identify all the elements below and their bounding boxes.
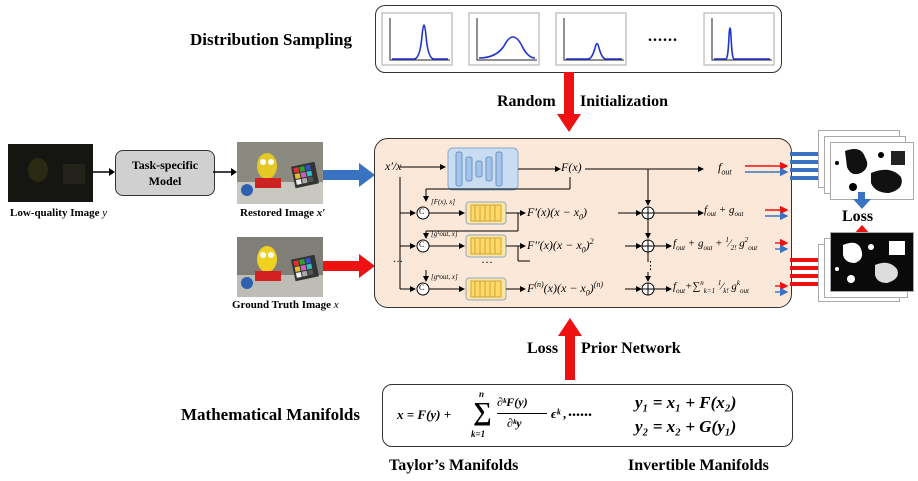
- network-input-label: x′/x: [385, 159, 402, 173]
- mathematical-manifolds-label: Mathematical Manifolds: [181, 405, 360, 424]
- restored-caption: Restored Image x′: [240, 207, 325, 219]
- network-diagram: [399, 147, 789, 301]
- task-model-line2: Model: [148, 174, 182, 188]
- low-quality-var: y: [102, 207, 108, 219]
- row2-term-text: F′′(x)(x − x: [527, 238, 582, 252]
- concat-label-1: [F(x), x]: [431, 198, 456, 206]
- ground-truth-caption: Ground Truth Image x: [232, 299, 339, 311]
- blue-down-arrow: [853, 192, 871, 209]
- low-quality-caption: Low-quality Image y: [10, 207, 107, 219]
- row3-term-text: F: [527, 281, 535, 295]
- concat-label-3: [gⁿout, x]: [431, 273, 458, 281]
- restored-output-image: [830, 142, 914, 200]
- fout-sub: out: [721, 167, 732, 177]
- blue-output-bars: [790, 152, 818, 180]
- distribution-panel: ......: [375, 5, 782, 73]
- encoder-decoder-block: [447, 147, 519, 191]
- initialization-label: Initialization: [580, 93, 669, 110]
- frac-num: ∂ᵏF(y): [497, 395, 528, 409]
- restored-image: [237, 142, 323, 204]
- ground-truth-image: [237, 237, 323, 297]
- prior-network-arrow: [558, 318, 582, 380]
- restored-label: Restored Image: [240, 207, 315, 219]
- c-op-2: C: [419, 240, 425, 249]
- prior-network-label: Prior Network: [581, 340, 681, 357]
- frac-line: [497, 413, 547, 414]
- row1-term: F′(x)(x − x0): [527, 205, 588, 222]
- loss-prior-label: Loss: [527, 340, 559, 357]
- dist-thumb-1: [381, 12, 453, 66]
- taylor-formula: x = F(y) + n ∑ k=1 ∂ᵏF(y) ∂ᵏy ϵᵏ ,: [397, 389, 597, 441]
- c-op-1: C: [419, 207, 425, 216]
- yellow-block-1: [465, 201, 507, 225]
- ground-truth-label: Ground Truth Image: [232, 299, 332, 311]
- restored-var: x′: [316, 207, 326, 219]
- row2-out: fout + gout + 1⁄2! g2out: [673, 236, 758, 252]
- row3-out: fout+∑nk=1 1⁄k! gkout: [673, 279, 749, 295]
- frac-den: ∂ᵏy: [507, 416, 522, 430]
- distribution-dots: ......: [648, 28, 678, 45]
- distribution-sampling-label: Distribution Sampling: [190, 30, 353, 49]
- row1-term-text: F′(x)(x − x: [527, 205, 580, 219]
- low-quality-image: [8, 144, 93, 202]
- blue-arrow-restored: [323, 163, 375, 187]
- dots-left: ···: [393, 257, 403, 268]
- task-model-line1: Task-specific: [131, 158, 199, 172]
- row1-out: fout + gout: [704, 204, 744, 219]
- distribution-thumbnails: [381, 12, 775, 66]
- dist-thumb-2: [468, 12, 540, 66]
- dots-middle: ···: [481, 255, 493, 269]
- random-label: Random: [497, 93, 556, 110]
- invertible-formula-2: y₂ = x₂ + G(y₁): [635, 417, 737, 436]
- fx-label: F(x): [561, 160, 582, 174]
- sum-symbol: ∑: [473, 397, 492, 426]
- yellow-block-3: [465, 277, 507, 301]
- ground-truth-var: x: [333, 299, 339, 311]
- dist-thumb-4: [703, 12, 775, 66]
- dist-thumb-3: [555, 12, 627, 66]
- eps-term: ϵᵏ ,: [551, 406, 567, 421]
- concat-label-2: [g¹out, x]: [431, 230, 458, 238]
- formula-dots: ......: [568, 403, 592, 420]
- gt-output-image: [830, 232, 914, 292]
- loss-label: Loss: [842, 208, 874, 225]
- arrow-to-model: [93, 168, 115, 176]
- c-op-3: C: [419, 283, 425, 292]
- random-init-arrow: [557, 72, 581, 132]
- dots-right: ⋮: [645, 260, 656, 272]
- sum-top: n: [479, 389, 485, 399]
- fout-f: f: [718, 160, 722, 174]
- taylor-manifolds-label: Taylor’s Manifolds: [389, 457, 519, 474]
- invertible-manifolds-label: Invertible Manifolds: [628, 457, 769, 474]
- sum-bottom: k=1: [471, 429, 486, 439]
- invertible-formula-1: y₁ = x₁ + F(x₂): [635, 393, 737, 412]
- low-quality-label: Low-quality Image: [10, 207, 100, 219]
- prior-network-panel: x′/x F(x) fout [F(x), x] C F′(x)(x − x0)…: [374, 138, 792, 308]
- manifold-formula-panel: x = F(y) + n ∑ k=1 ∂ᵏF(y) ∂ᵏy ϵᵏ , .....…: [382, 384, 793, 447]
- row2-term: F′′(x)(x − x0)2: [527, 237, 594, 255]
- red-arrow-ground-truth: [323, 254, 375, 278]
- fout-label: fout: [718, 160, 732, 176]
- yellow-block-2: [465, 234, 507, 258]
- taylor-lhs: x = F(y) +: [397, 407, 452, 422]
- row3-term: F(n)(x)(x − x0)(n): [527, 280, 604, 298]
- arrow-to-restored: [213, 168, 237, 176]
- red-output-bars: [790, 258, 818, 286]
